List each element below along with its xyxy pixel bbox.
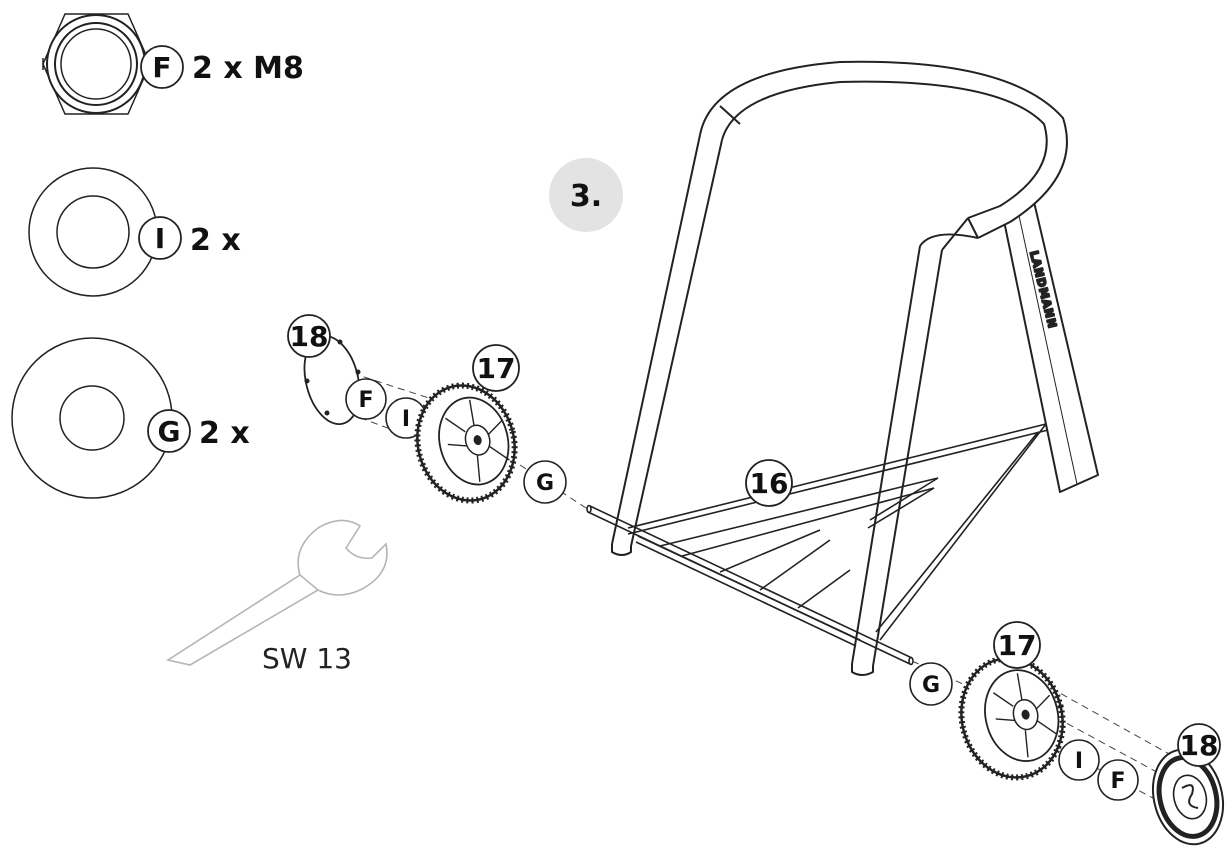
frame: LANDMANN — [586, 60, 1099, 676]
callout-frame: 16 — [745, 459, 793, 507]
right-wheel-icon — [958, 655, 1066, 781]
callout-right-nut: F — [1110, 769, 1125, 794]
right-wheel-assembly: G 17 I F 18 — [909, 621, 1224, 846]
legend-nut-letter: F — [152, 51, 171, 84]
top-hoop-outer — [699, 60, 1068, 239]
wrench-icon — [165, 519, 388, 666]
left-wheel-icon — [414, 382, 518, 504]
callout-left-washer-small: I — [402, 407, 410, 432]
legend-nut-qty: 2 x M8 — [192, 51, 304, 86]
right-hubcap-icon — [1152, 748, 1224, 846]
left-wheel-assembly: 18 F I 17 G — [287, 314, 587, 509]
legend-washer-large-qty: 2 x — [199, 416, 250, 451]
step-number: 3. — [570, 179, 602, 214]
large-washer-icon — [11, 337, 173, 499]
base-rack — [627, 423, 1049, 647]
callout-left-nut: F — [358, 388, 373, 413]
legend-washer-large-letter: G — [158, 415, 181, 448]
callout-left-wheel: 17 — [477, 352, 516, 385]
right-leg — [851, 245, 943, 667]
axle — [586, 504, 914, 666]
legend-nut: F 2 x M8 — [42, 13, 304, 115]
callout-left-washer-large: G — [536, 471, 554, 496]
legend-washer-small: I 2 x — [28, 167, 241, 297]
callout-left-hubcap: 18 — [290, 320, 329, 353]
legend-washer-large: G 2 x — [11, 337, 250, 499]
callout-right-washer-large: G — [922, 673, 940, 698]
wrench-size-label: SW 13 — [262, 642, 352, 675]
callout-right-hubcap: 18 — [1180, 729, 1219, 762]
step-badge: 3. — [549, 158, 623, 232]
legend-washer-small-qty: 2 x — [190, 223, 241, 258]
callout-frame-label: 16 — [750, 467, 789, 500]
legend-washer-small-letter: I — [155, 222, 165, 255]
callout-right-wheel: 17 — [998, 629, 1037, 662]
callout-right-washer-small: I — [1075, 749, 1083, 774]
left-leg — [611, 134, 723, 547]
top-hoop-inner — [721, 80, 1048, 219]
small-washer-icon — [28, 167, 158, 297]
